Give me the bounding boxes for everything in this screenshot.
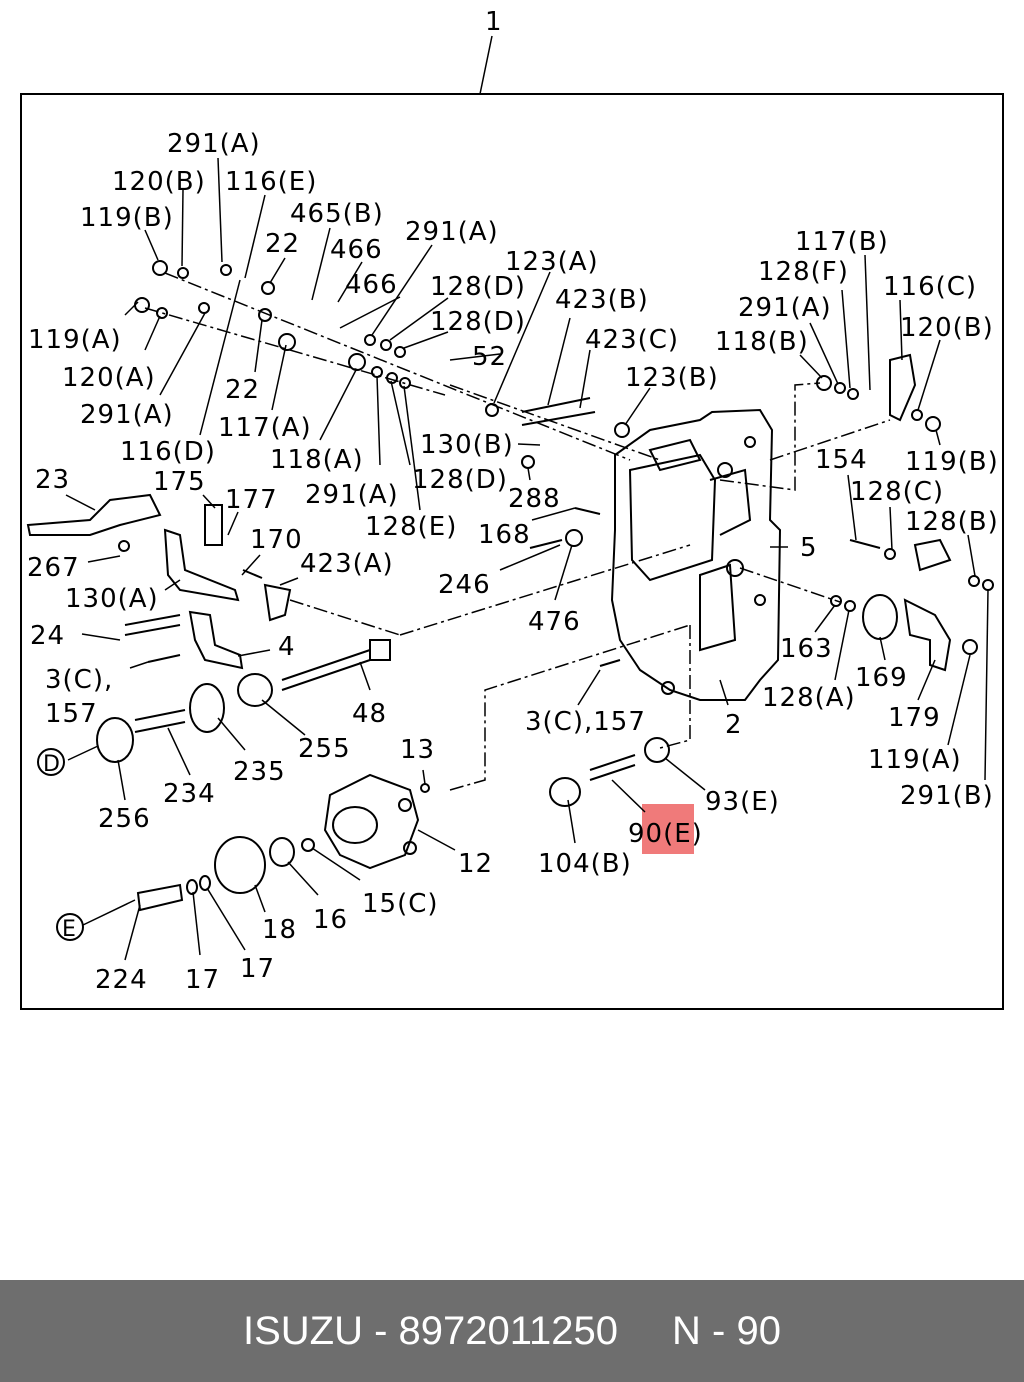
part-label: 157 — [45, 699, 98, 729]
part-label: 291(A) — [80, 400, 174, 430]
part-label: 123(A) — [505, 247, 599, 277]
part-label: 123(B) — [625, 363, 719, 393]
part-label: 130(B) — [420, 430, 514, 460]
part-label: 48 — [352, 699, 387, 729]
part-label: 466 — [330, 235, 383, 265]
part-label: 170 — [250, 525, 303, 555]
part-label: 93(E) — [705, 787, 780, 817]
part-label: 1 — [485, 7, 503, 37]
part-label: 16 — [313, 905, 348, 935]
part-label: 2 — [725, 710, 743, 740]
part-label: 13 — [400, 735, 435, 765]
part-label: 169 — [855, 663, 908, 693]
cover-plate-12 — [323, 773, 420, 870]
part-label: 128(D) — [430, 307, 526, 337]
part-label: 18 — [262, 915, 297, 945]
part-label: 175 — [153, 467, 206, 497]
ref-letter-d: D — [43, 752, 61, 777]
part-label: 256 — [98, 804, 151, 834]
part-label: 117(A) — [218, 413, 312, 443]
part-label: 128(C) — [850, 477, 944, 507]
part-label: 128(B) — [905, 507, 999, 537]
part-label: 116(E) — [225, 167, 317, 197]
part-label: 17 — [185, 965, 220, 995]
part-label: 423(B) — [555, 285, 649, 315]
part-label: 130(A) — [65, 584, 159, 614]
part-label: 465(B) — [290, 199, 384, 229]
center-lines — [144, 272, 891, 791]
ref-circle-e — [56, 913, 84, 941]
ref-circle-d — [37, 748, 65, 776]
part-label: 116(C) — [883, 272, 977, 302]
bolts — [147, 397, 881, 667]
part-label: 104(B) — [538, 849, 632, 879]
part-label: 22 — [225, 375, 260, 405]
ref-letter-e: E — [62, 917, 77, 942]
part-label: 255 — [298, 734, 351, 764]
part-label: 24 — [30, 621, 65, 651]
part-label: 118(B) — [715, 327, 809, 357]
part-label: 120(A) — [62, 363, 156, 393]
exploded-parts-diagram: 1 291(A) 120(B) 116(E) 119(B) 465(B) 22 … — [20, 7, 1004, 1010]
part-label: 3(C),157 — [525, 707, 646, 737]
part-label: 168 — [478, 520, 531, 550]
part-label: 288 — [508, 484, 561, 514]
part-label: 15(C) — [362, 889, 439, 919]
part-label: 466 — [345, 270, 398, 300]
part-label: 3(C), — [45, 665, 113, 695]
part-label: 119(B) — [80, 203, 174, 233]
part-label: 128(E) — [365, 512, 457, 542]
part-label: 234 — [163, 779, 216, 809]
part-label: 154 — [815, 445, 868, 475]
pump-housing — [610, 408, 782, 701]
part-label: 117(B) — [795, 227, 889, 257]
part-label: 291(A) — [167, 129, 261, 159]
part-label: 291(A) — [305, 480, 399, 510]
lever-assembly-left — [26, 493, 292, 670]
part-label: 52 — [472, 342, 507, 372]
part-labels: 1 291(A) 120(B) 116(E) 119(B) 465(B) 22 … — [27, 7, 999, 995]
part-label: 12 — [458, 849, 493, 879]
part-label: 90(E) — [628, 819, 703, 849]
part-label: 291(A) — [405, 217, 499, 247]
part-label: 291(B) — [900, 781, 994, 811]
leader-lines — [65, 157, 989, 961]
part-label: 423(A) — [300, 549, 394, 579]
part-number-text: ISUZU - 8972011250 — [243, 1308, 619, 1353]
part-label: 291(A) — [738, 293, 832, 323]
part-label: 423(C) — [585, 325, 679, 355]
diagram-frame — [20, 93, 1004, 1010]
part-label: 120(B) — [900, 313, 994, 343]
part-label: 17 — [240, 954, 275, 984]
springs-and-shafts — [96, 353, 952, 912]
part-label: 128(D) — [412, 465, 508, 495]
part-label: 179 — [888, 703, 941, 733]
part-label: 22 — [265, 229, 300, 259]
part-label: 23 — [35, 465, 70, 495]
part-label: 119(A) — [28, 325, 122, 355]
part-label: 235 — [233, 757, 286, 787]
part-label: 177 — [225, 485, 278, 515]
part-label: 246 — [438, 570, 491, 600]
highlight-box — [642, 804, 694, 854]
part-label: 120(B) — [112, 167, 206, 197]
part-label: 476 — [528, 607, 581, 637]
part-label: 267 — [27, 553, 80, 583]
part-label: 5 — [800, 533, 818, 563]
part-label: 163 — [780, 634, 833, 664]
part-label: 119(B) — [905, 447, 999, 477]
part-label: 118(A) — [270, 445, 364, 475]
part-label: 119(A) — [868, 745, 962, 775]
part-label: 128(D) — [430, 272, 526, 302]
part-label: 224 — [95, 965, 148, 995]
footer-bar: ISUZU - 8972011250 N - 90 — [0, 1280, 1024, 1382]
part-label: 128(A) — [762, 683, 856, 713]
part-label: 128(F) — [758, 257, 849, 287]
part-label: 116(D) — [120, 437, 216, 467]
part-label: 4 — [278, 632, 296, 662]
page-reference: N - 90 — [672, 1308, 781, 1353]
